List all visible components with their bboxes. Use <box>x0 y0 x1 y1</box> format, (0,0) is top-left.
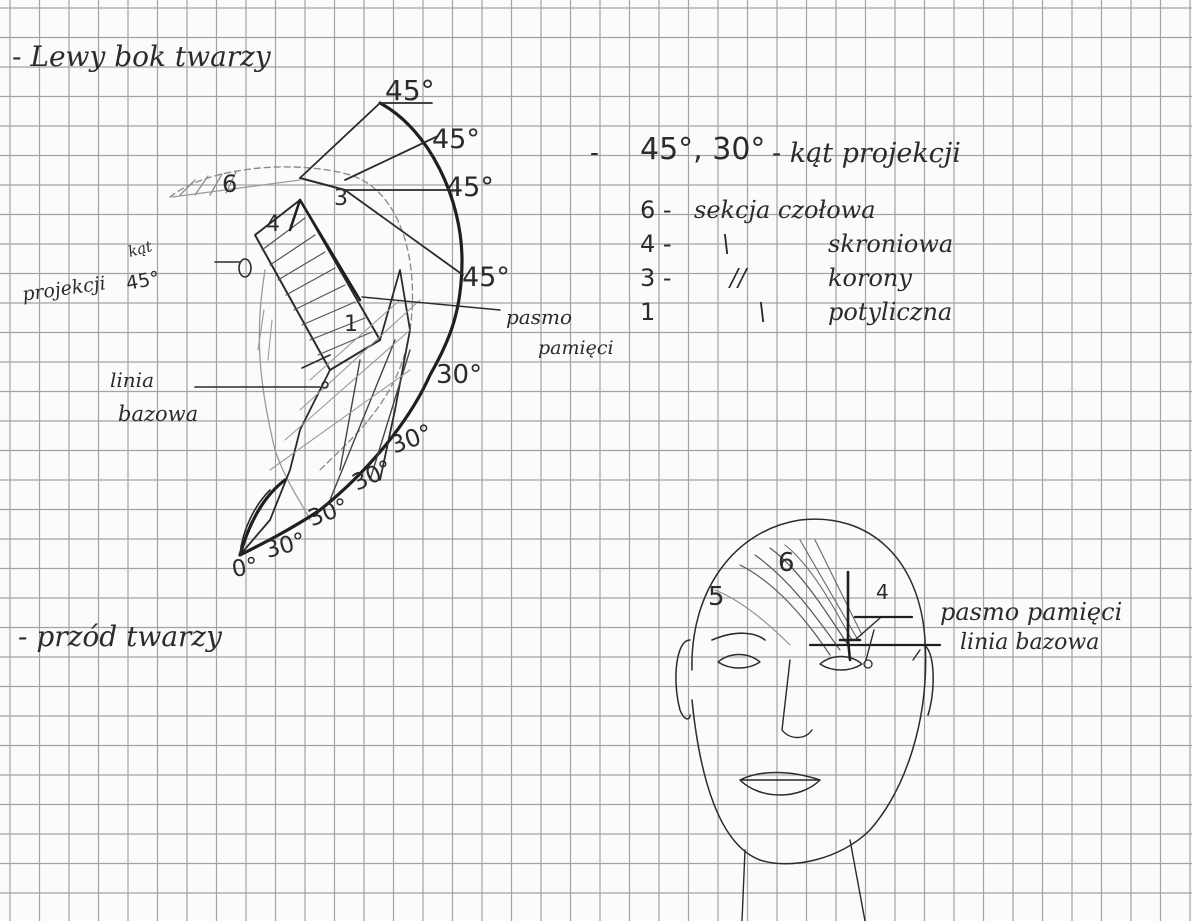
legend-row-1-num: 1 <box>640 298 655 326</box>
left-eyebrow <box>712 633 765 640</box>
base-line-label-bazowa: bazowa <box>118 402 198 426</box>
legend-row-4-ditto: \ <box>722 230 730 258</box>
base-line-label-linia: linia <box>110 368 154 392</box>
legend-row-3-num: 3 - <box>640 264 672 292</box>
legend-row-3-ditto: // <box>730 264 746 292</box>
legend-row-4-num: 4 - <box>640 230 672 258</box>
side-view-title: - Lewy bok twarzy <box>12 40 271 73</box>
right-eye <box>820 657 862 671</box>
front-memory-strand-label: pasmo pamięci <box>940 598 1122 626</box>
memory-strand-label-pamieci: pamięci <box>538 337 614 359</box>
front-view-title: - przód twarzy <box>18 620 222 653</box>
angle-zero: 0° <box>230 553 260 583</box>
legend-row-3-text: korony <box>828 264 912 292</box>
legend-row-6-text: sekcja czołowa <box>694 196 876 224</box>
front-section-5: 5 <box>708 582 725 612</box>
front-section-4: 4 <box>876 580 889 604</box>
legend: - 45°, 30° - kąt projekcji 6 - sekcja cz… <box>590 130 1010 340</box>
legend-header-angles: 45°, 30° <box>640 132 765 167</box>
nose <box>782 660 812 738</box>
side-section-1: 1 <box>344 312 358 337</box>
front-base-line-label: linia bazowa <box>960 630 1099 655</box>
legend-row-1-text: potyliczna <box>828 298 952 326</box>
side-section-6: 6 <box>222 170 237 198</box>
memory-strand-label-pasmo: pasmo <box>506 305 572 329</box>
front-section-6: 6 <box>778 548 795 578</box>
side-section-3: 3 <box>334 186 348 211</box>
legend-row-1-ditto: \ <box>758 298 766 326</box>
angle-45-4: 45° <box>462 262 510 293</box>
legend-header-text: - kąt projekcji <box>772 138 961 169</box>
face-outline <box>692 519 926 864</box>
legend-row-4-text: skroniowa <box>828 230 953 258</box>
legend-header-dash: - <box>590 138 599 168</box>
angle-45-2: 45° <box>432 124 480 155</box>
angle-top-45: 45° <box>385 74 435 107</box>
angle-30-1: 30° <box>436 360 482 390</box>
side-section-4: 4 <box>266 212 280 237</box>
legend-row-6-num: 6 - <box>640 196 672 224</box>
mouth <box>740 773 820 796</box>
angle-45-3: 45° <box>446 172 494 203</box>
front-view-drawing <box>676 519 940 921</box>
neck <box>742 840 865 921</box>
left-ear <box>676 640 690 719</box>
